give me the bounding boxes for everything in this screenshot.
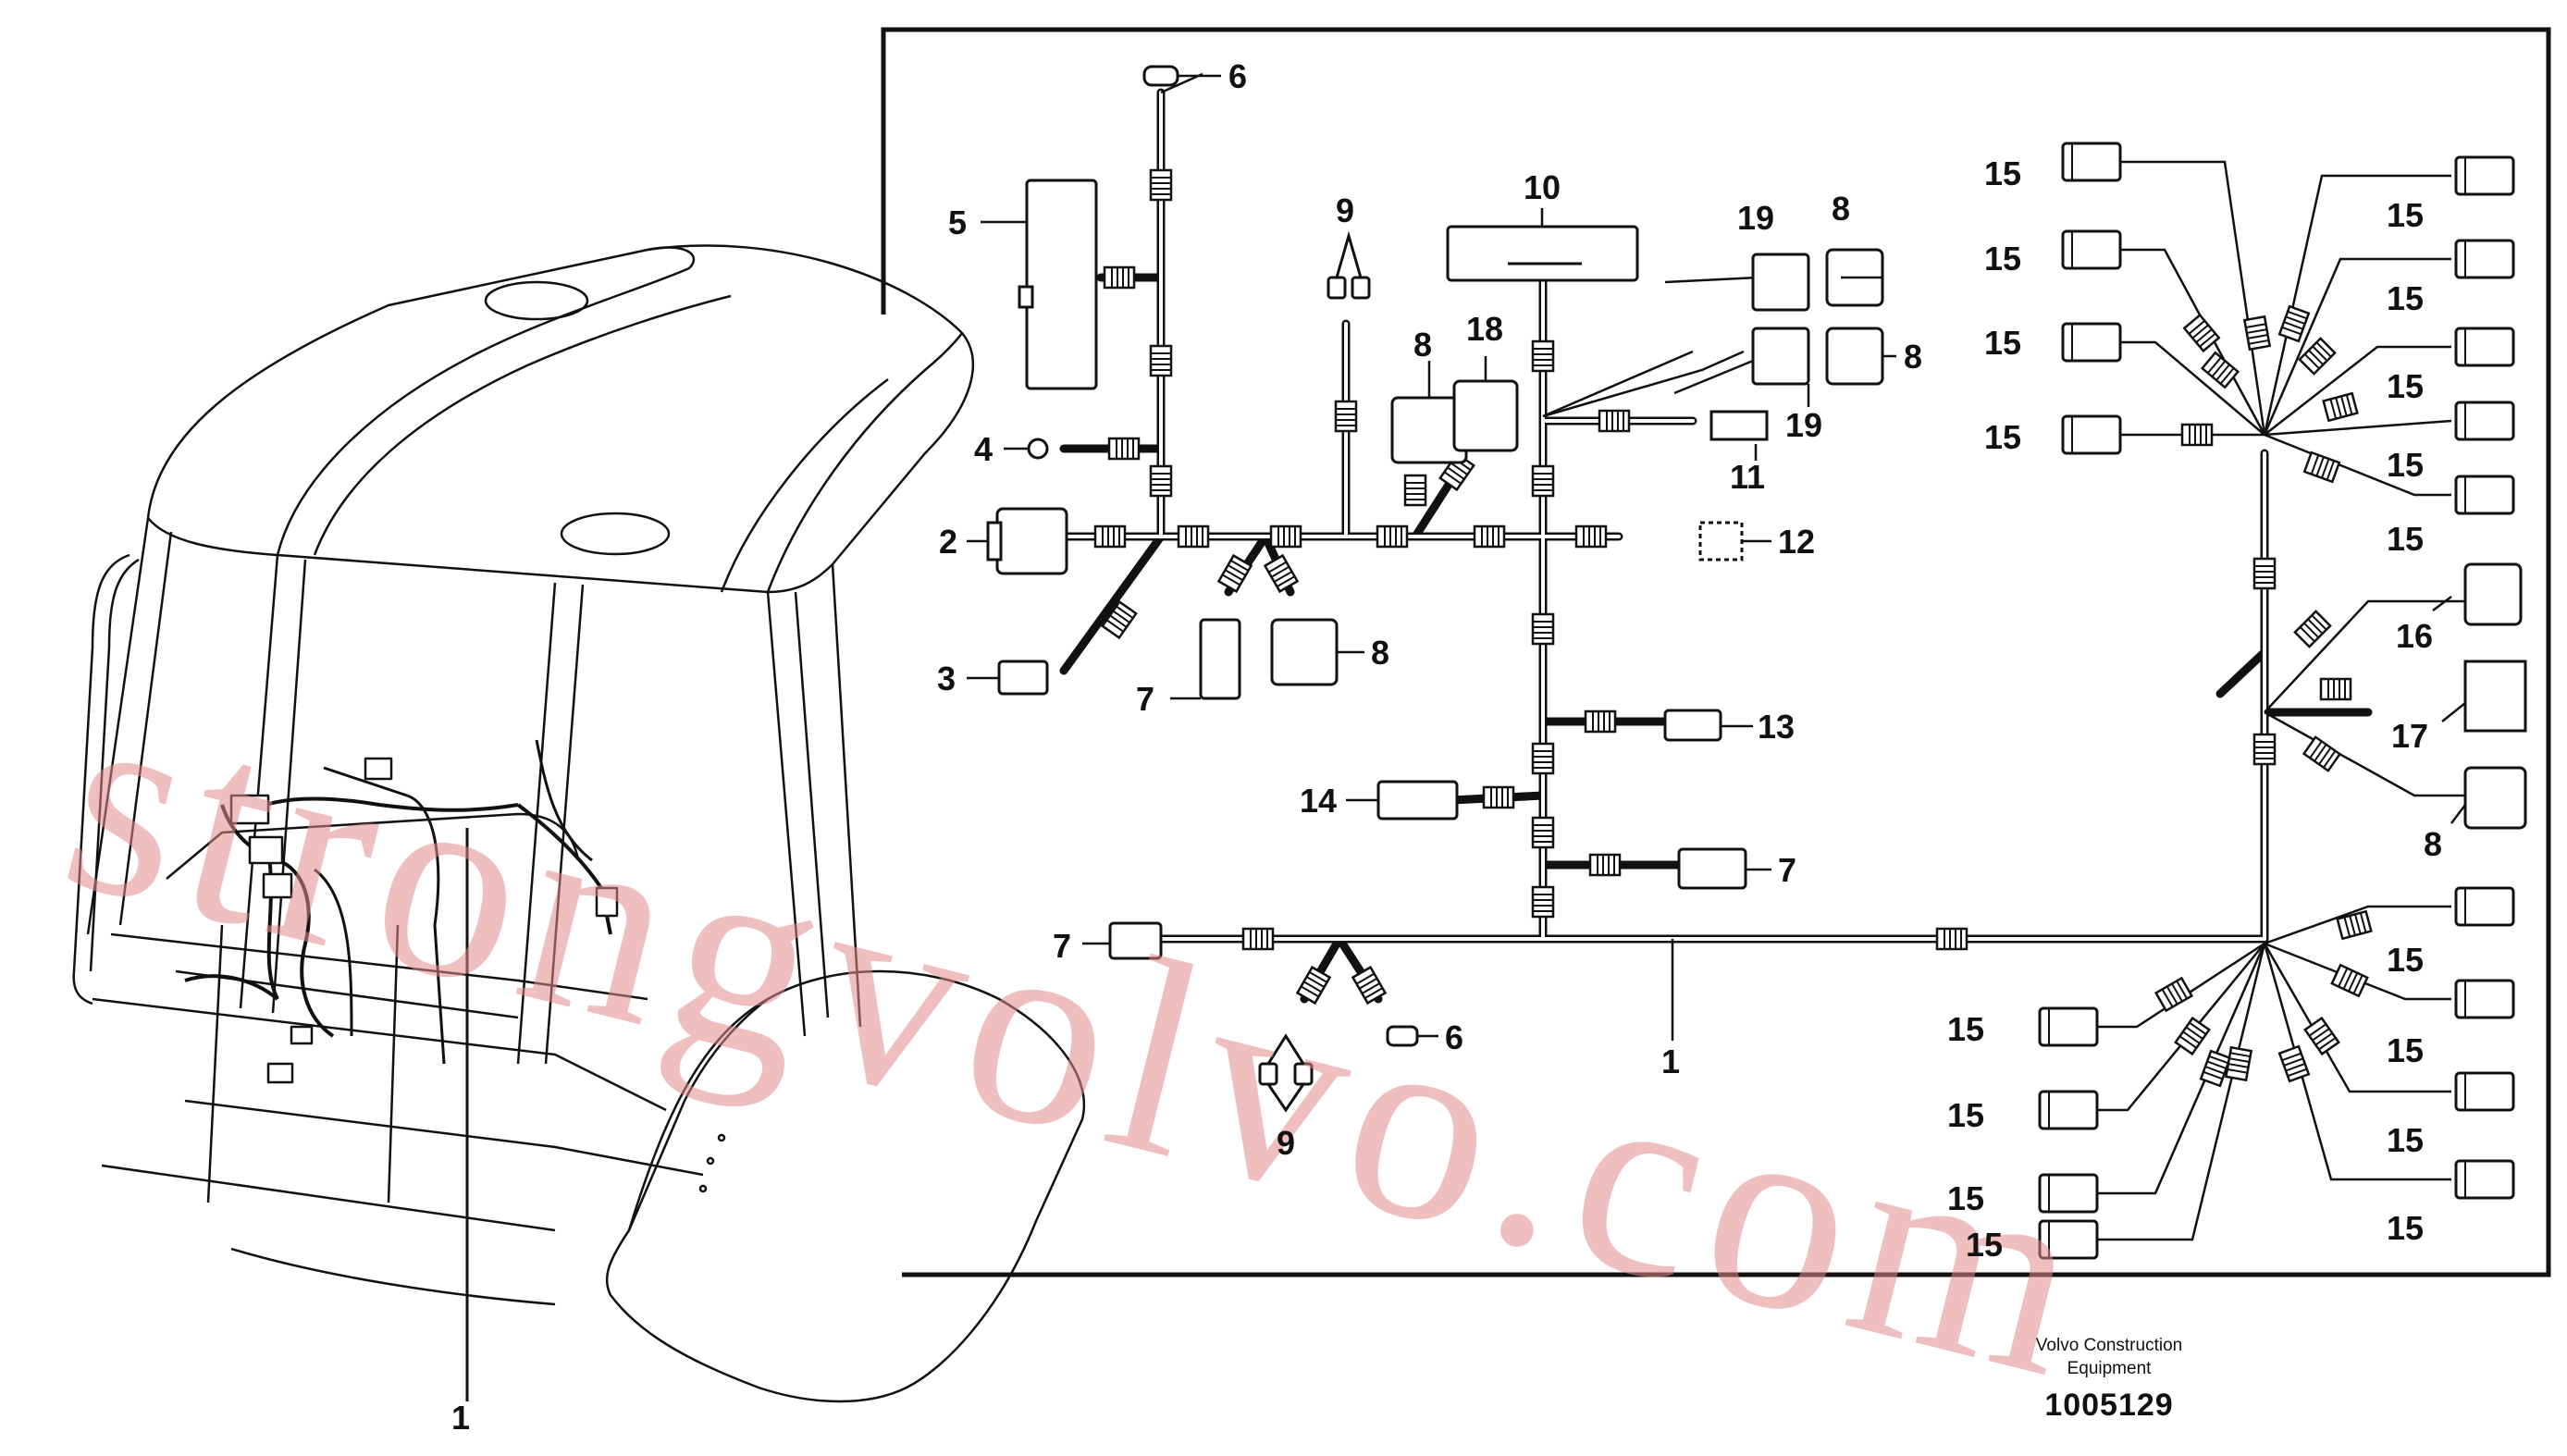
connector-8-right — [1825, 327, 1884, 386]
callout-11: 11 — [1730, 458, 1765, 496]
callout-5: 5 — [948, 204, 967, 241]
callout-15: 15 — [2387, 941, 2424, 979]
callout-labels: 1 1 2 3 4 5 6 6 7 7 7 8 8 8 8 8 9 9 10 1… — [451, 57, 2442, 1437]
callout-15: 15 — [2387, 1209, 2424, 1247]
connector-6-top — [1142, 65, 1179, 87]
connector-7-right — [1677, 847, 1747, 890]
callout-1-left: 1 — [451, 1399, 470, 1437]
callout-15: 15 — [2387, 196, 2424, 234]
callout-15: 15 — [2387, 520, 2424, 558]
callout-13: 13 — [1758, 708, 1795, 746]
callout-7-bottom: 7 — [1053, 927, 1071, 965]
callout-8-top: 8 — [1832, 190, 1850, 228]
callout-15: 15 — [1984, 154, 2021, 192]
callout-15: 15 — [2387, 1121, 2424, 1159]
diagram-frame — [881, 27, 2551, 1277]
control-unit-5 — [1025, 179, 1098, 390]
callout-12: 12 — [1778, 523, 1815, 561]
callout-9-bottom: 9 — [1277, 1124, 1295, 1162]
connector-12 — [1698, 521, 1744, 561]
callout-15: 15 — [1984, 324, 2021, 362]
callout-7-right: 7 — [1778, 851, 1796, 889]
callout-15: 15 — [1947, 1179, 1984, 1217]
callout-15: 15 — [1947, 1010, 1984, 1048]
publisher-line-2: Equipment — [2067, 1359, 2152, 1378]
cab-illustration — [72, 244, 1086, 1403]
panel-10 — [1446, 225, 1639, 282]
leader-lines — [967, 74, 2466, 1041]
callout-9-top: 9 — [1336, 191, 1354, 229]
callout-15: 15 — [2387, 446, 2424, 484]
connector-19-bottom — [1751, 327, 1810, 386]
callout-8-lower: 8 — [1371, 634, 1389, 672]
connector-16 — [2463, 562, 2523, 626]
callout-17: 17 — [2391, 717, 2428, 755]
callout-16: 16 — [2396, 617, 2433, 655]
callout-8-far-right: 8 — [2424, 825, 2442, 863]
callout-18: 18 — [1466, 310, 1503, 348]
connector-19-top — [1751, 253, 1810, 312]
fuse-block-11 — [1709, 410, 1769, 441]
callout-2: 2 — [939, 523, 957, 561]
callout-7-left: 7 — [1136, 680, 1154, 718]
connector-13 — [1663, 709, 1722, 742]
connector-7-bottom — [1108, 921, 1163, 960]
callout-15: 15 — [1947, 1096, 1984, 1134]
relay-18 — [1452, 379, 1519, 452]
callout-6-bottom: 6 — [1445, 1018, 1463, 1056]
callout-15: 15 — [2387, 279, 2424, 317]
connector-8-lower — [1270, 618, 1339, 686]
callout-19-bottom: 19 — [1785, 406, 1822, 444]
callout-14: 14 — [1300, 782, 1337, 820]
connector-2 — [995, 507, 1068, 575]
callout-1-right: 1 — [1661, 1043, 1680, 1080]
connector-7-left — [1199, 618, 1241, 700]
ring-terminal-4 — [1027, 438, 1049, 460]
connector-8-far-right — [2463, 766, 2527, 830]
publisher-line-1: Volvo Construction — [2035, 1336, 2183, 1355]
connector-14 — [1376, 780, 1459, 821]
callout-15: 15 — [1966, 1226, 2003, 1264]
callout-15: 15 — [1984, 240, 2021, 278]
callout-8-right: 8 — [1904, 338, 1922, 376]
callout-19-top: 19 — [1737, 199, 1774, 237]
callout-6-top: 6 — [1228, 57, 1247, 95]
callout-3: 3 — [937, 660, 956, 697]
callout-15: 15 — [1984, 418, 2021, 456]
illustration-number: 1005129 — [2044, 1388, 2174, 1423]
callout-10: 10 — [1524, 168, 1561, 206]
publisher-caption: Volvo Construction Equipment — [1980, 1334, 2239, 1380]
callout-15: 15 — [2387, 367, 2424, 405]
callout-15: 15 — [2387, 1031, 2424, 1069]
callout-4: 4 — [974, 430, 993, 468]
watermark: strongvolvo.com — [41, 639, 2121, 1437]
connector-3 — [997, 660, 1049, 696]
callout-8-relay: 8 — [1413, 326, 1432, 364]
module-17 — [2463, 660, 2527, 733]
fan-wires — [1064, 72, 2470, 1241]
